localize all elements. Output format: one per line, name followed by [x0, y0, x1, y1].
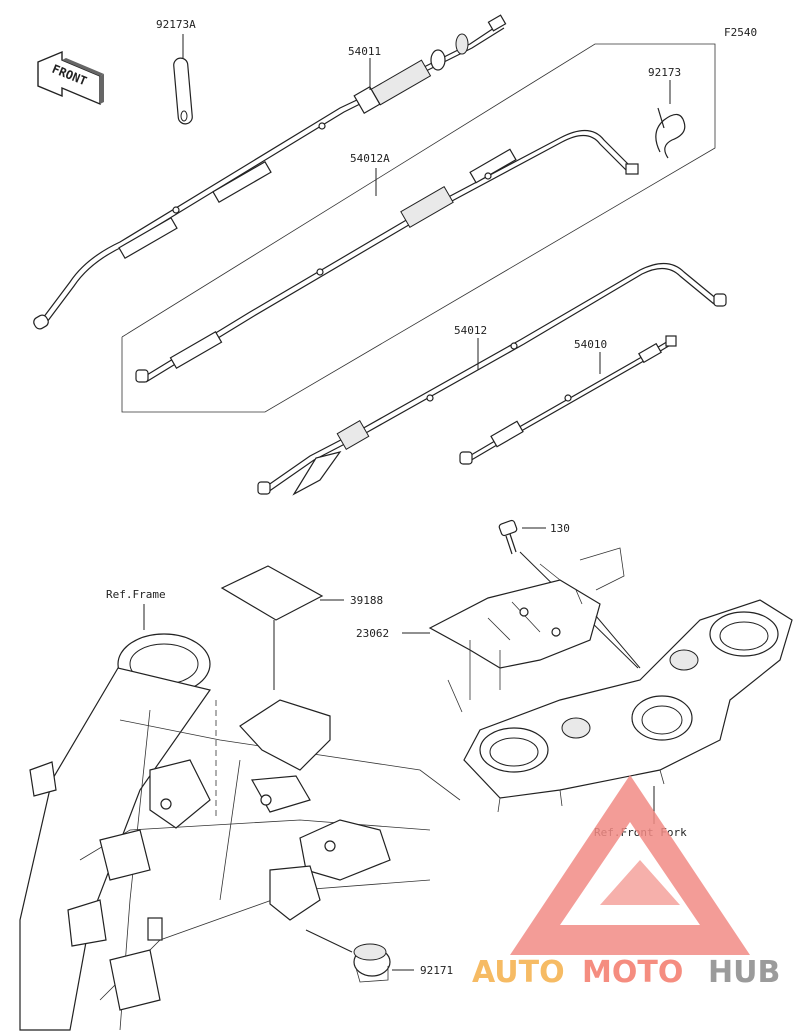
automotohub-logo: AUTO MOTO HUB [472, 775, 780, 990]
ref-frame: Ref.Frame [106, 588, 166, 601]
part-54010-cable [459, 335, 677, 465]
part-54012a-cable [135, 129, 639, 383]
diagram-code: F2540 [724, 26, 757, 39]
part-130-bolt [498, 519, 518, 555]
part-23062-bracket [428, 547, 625, 713]
label-54012a: 54012A [350, 152, 390, 165]
cable-group-outline [121, 43, 716, 413]
part-54012-cable [257, 262, 727, 496]
upper-triple-clamp [463, 599, 793, 813]
label-130: 130 [550, 522, 570, 535]
label-92171: 92171 [420, 964, 453, 977]
label-54011: 54011 [348, 45, 381, 58]
part-92173a-clip [173, 34, 193, 125]
label-92173a: 92173A [156, 18, 196, 31]
label-54012: 54012 [454, 324, 487, 337]
part-92173-clip [655, 107, 686, 159]
logo-text-hub: HUB [708, 955, 780, 990]
part-54011-cable [33, 14, 507, 330]
label-23062: 23062 [356, 627, 389, 640]
ref-frame-drawing [19, 633, 461, 1031]
logo-text-auto: AUTO [472, 955, 565, 990]
label-92173: 92173 [648, 66, 681, 79]
part-39188-label [220, 565, 324, 621]
part-92171-grommet [353, 943, 391, 983]
logo-triangle-icon [510, 775, 750, 955]
front-arrow-icon: FRONT [37, 50, 104, 106]
label-54010: 54010 [574, 338, 607, 351]
label-39188: 39188 [350, 594, 383, 607]
logo-text-moto: MOTO [582, 955, 683, 990]
